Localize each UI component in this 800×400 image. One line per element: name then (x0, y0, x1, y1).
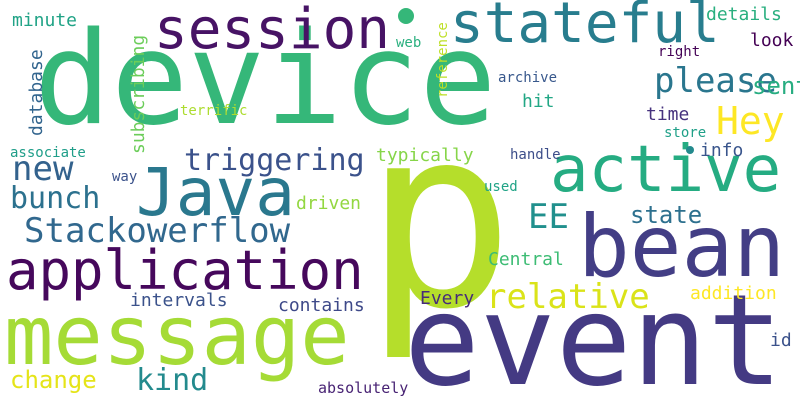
dot-accent (398, 8, 414, 24)
word-java: Java (136, 154, 295, 231)
word-typically: typically (376, 145, 474, 166)
word-driven: driven (296, 193, 362, 214)
word-central: Central (488, 249, 564, 270)
word-way: way (112, 169, 138, 185)
word-minute: minute (12, 10, 78, 31)
word-triggering: triggering (184, 143, 365, 178)
word-reference: reference (435, 22, 451, 98)
word-web: web (396, 35, 422, 51)
word-bean: bean (578, 197, 786, 297)
word-addition: addition (690, 283, 777, 304)
word-message: message (4, 289, 350, 384)
word-handle: handle (510, 147, 561, 163)
word-kind: kind (136, 363, 209, 398)
word-id: id (770, 330, 792, 351)
word-bunch: bunch (10, 181, 101, 216)
word-associate: associate (10, 145, 86, 161)
word-active: active (550, 133, 782, 207)
word-application: application (6, 239, 364, 302)
word-ee: EE (528, 197, 569, 237)
word-right: right (658, 44, 701, 60)
word-stackowerflow: Stackowerflow (24, 211, 291, 251)
word-terrific: terrific (180, 103, 248, 119)
word-contains: contains (278, 295, 365, 316)
dot-small (686, 146, 694, 154)
word-change: change (10, 366, 97, 394)
word-used: used (484, 179, 518, 195)
word-look: look (750, 30, 794, 51)
word-session: session (154, 0, 391, 62)
word-relative: relative (486, 277, 650, 317)
word-absolutely: absolutely (318, 379, 409, 397)
word-info: info (700, 140, 744, 161)
word-database: database (26, 49, 47, 136)
word-details: details (706, 4, 782, 25)
word-please: please (654, 61, 777, 101)
word-new: new (12, 149, 74, 189)
word-every: Every (420, 288, 475, 309)
word-device: device (34, 5, 497, 154)
word-stateful: stateful (450, 0, 720, 56)
word-store: store (664, 125, 707, 141)
word-time: time (646, 104, 690, 125)
word-p: p (364, 73, 515, 364)
word-archive: archive (498, 70, 558, 86)
word-hit: hit (522, 91, 555, 112)
word-hey: Hey (716, 99, 785, 143)
word-subscribing: subscribing (128, 34, 149, 154)
word-sent: sent (752, 72, 800, 100)
word-intervals: intervals (130, 290, 228, 311)
word-event: event (404, 267, 784, 400)
word-state: state (630, 201, 703, 229)
